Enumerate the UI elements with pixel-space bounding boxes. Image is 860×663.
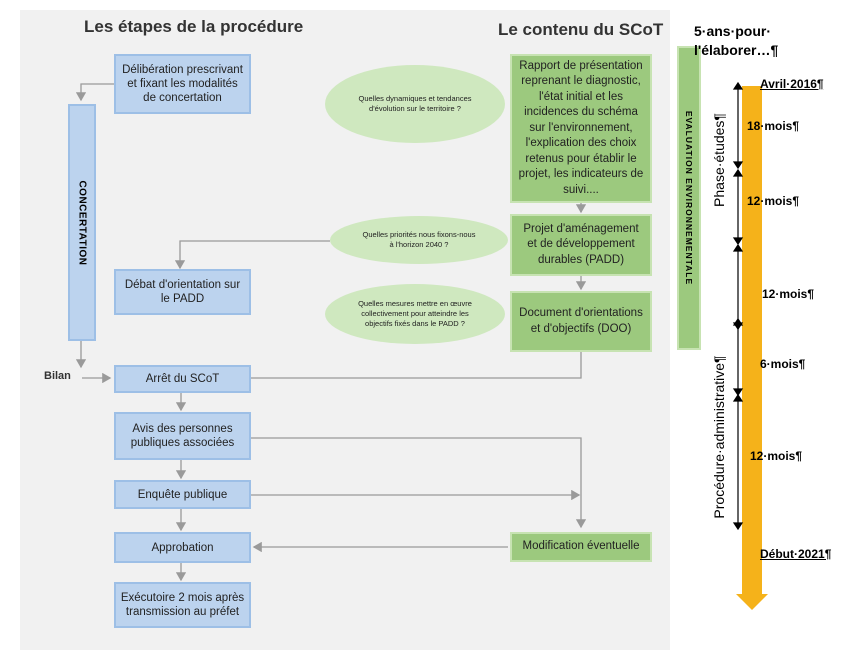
content-doo: Document d'orientations et d'objectifs (… <box>510 291 652 352</box>
step-approbation: Approbation <box>114 532 251 563</box>
phase-etudes-label: Phase·études¶ <box>711 113 727 207</box>
concertation-bar: CONCERTATION <box>68 104 96 341</box>
timeline-arrowhead <box>736 594 768 610</box>
arrow-padd-to-debat <box>174 240 330 270</box>
bilan-label: Bilan <box>44 370 71 382</box>
procedure-administrative-label: Procédure·administrative¶ <box>711 355 727 519</box>
step-deliberation: Délibération prescrivant et fixant les m… <box>114 54 251 114</box>
step-debat-padd: Débat d'orientation sur le PADD <box>114 269 251 315</box>
question-bubble-mesures: Quelles mesures mettre en œuvre collecti… <box>325 284 505 344</box>
question-bubble-priorites: Quelles priorités nous fixons-nous à l'h… <box>330 216 508 264</box>
step-executoire: Exécutoire 2 mois après transmission au … <box>114 582 251 628</box>
duration-3: 12·mois¶ <box>762 287 815 301</box>
step-enquete-publique: Enquête publique <box>114 480 251 509</box>
arrow-avis-to-modification <box>251 437 587 529</box>
title-procedure: Les étapes de la procédure <box>84 17 304 36</box>
line-doo-to-arret <box>251 352 582 379</box>
evaluation-environnementale-bar: EVALUATION ENVIRONNEMENTALE <box>677 46 701 350</box>
content-padd: Projet d'aménagement et de développement… <box>510 214 652 276</box>
content-rapport: Rapport de présentation reprenant le dia… <box>510 54 652 203</box>
title-content: Le contenu du SCoT <box>498 20 664 39</box>
timeline-start-date: Avril·2016¶ <box>760 77 824 91</box>
duration-4: 6·mois¶ <box>760 357 806 371</box>
step-avis-ppa: Avis des personnes publiques associées <box>114 412 251 460</box>
timeline-bar <box>742 86 762 596</box>
duration-2: 12·mois¶ <box>747 194 800 208</box>
timeline-header: 5·ans·pour· l'élaborer…¶ <box>694 23 779 58</box>
duration-5: 12·mois¶ <box>750 449 803 463</box>
timeline-end-date: Début·2021¶ <box>760 547 832 561</box>
arrow-delib-to-concertation <box>75 83 114 102</box>
step-arret: Arrêt du SCoT <box>114 365 251 393</box>
question-bubble-dynamiques: Quelles dynamiques et tendances d'évolut… <box>325 65 505 143</box>
duration-1: 18·mois¶ <box>747 119 800 133</box>
content-modification: Modification éventuelle <box>510 532 652 562</box>
